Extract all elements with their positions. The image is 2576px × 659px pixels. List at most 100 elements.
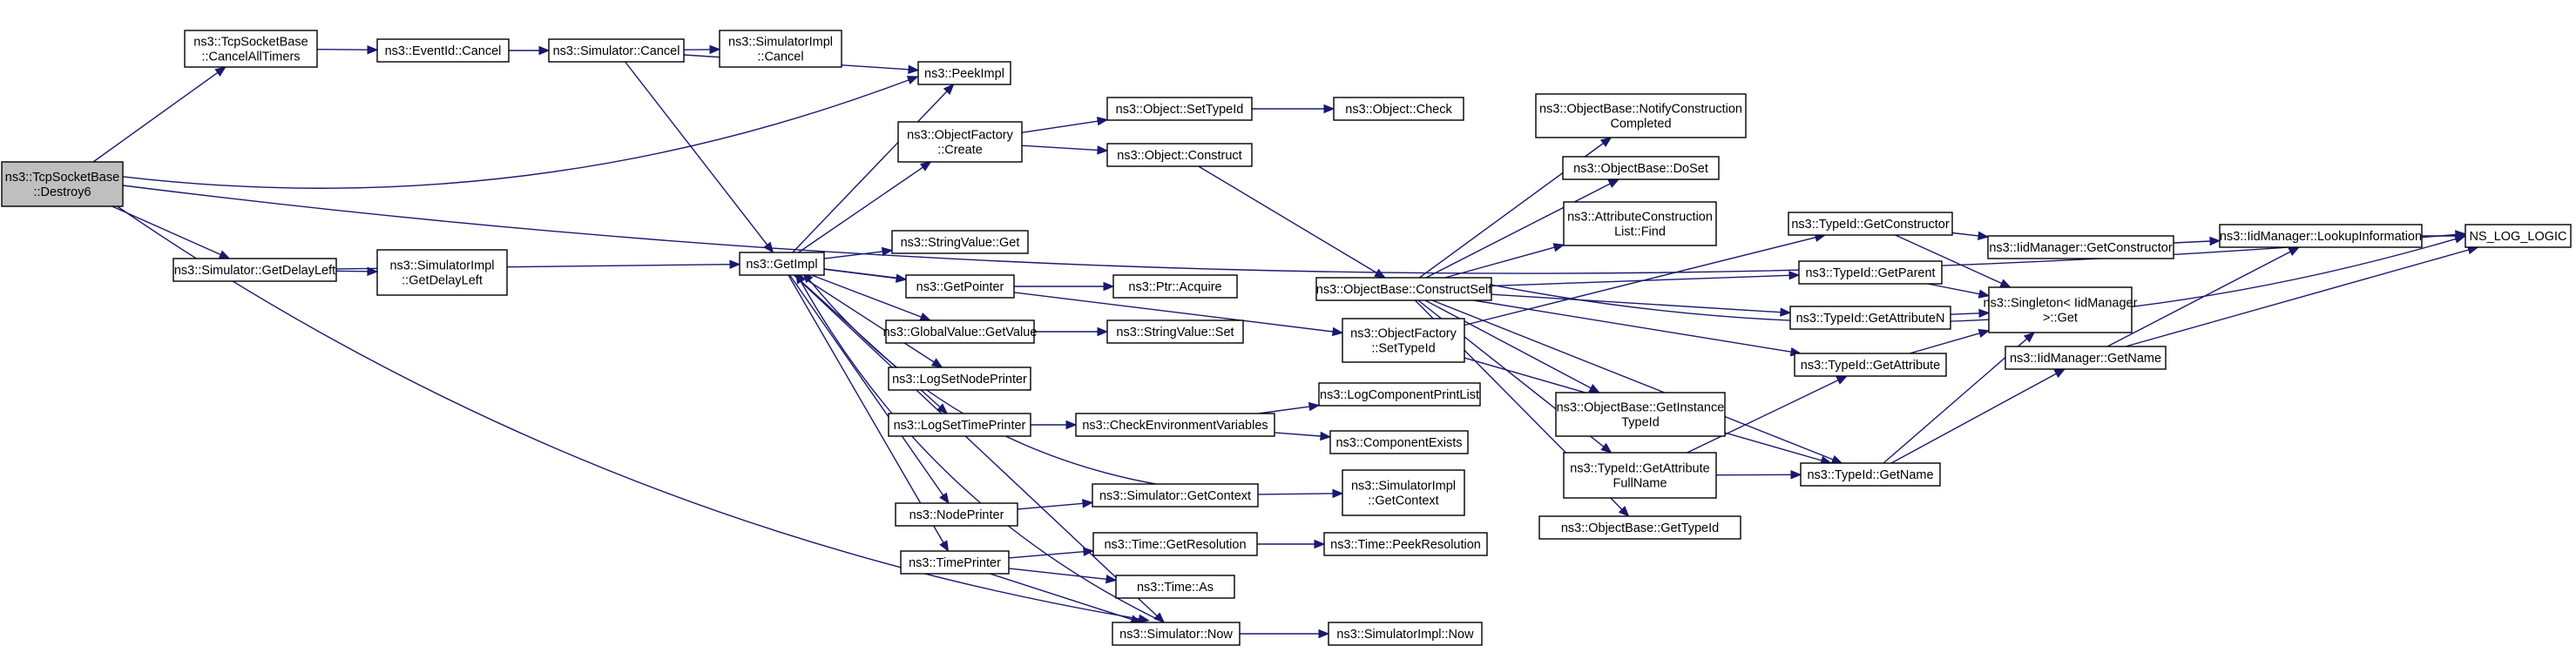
node-typeidgetparent[interactable]: ns3::TypeId::GetParent <box>1798 260 1943 285</box>
node-simnow[interactable]: ns3::Simulator::Now <box>1112 622 1241 646</box>
node-logcomponentprintlist[interactable]: ns3::LogComponentPrintList <box>1318 382 1481 407</box>
node-ptracquire[interactable]: ns3::Ptr::Acquire <box>1112 274 1238 299</box>
node-objfactorycreate[interactable]: ns3::ObjectFactory::Create <box>897 121 1023 163</box>
node-timegetresolution[interactable]: ns3::Time::GetResolution <box>1092 532 1258 556</box>
node-box[interactable] <box>1328 622 1483 646</box>
node-box[interactable] <box>1106 319 1244 344</box>
node-typeidgetconstructor[interactable]: ns3::TypeId::GetConstructor <box>1788 212 1953 236</box>
node-box[interactable] <box>376 38 510 63</box>
node-iidlookupinformation[interactable]: ns3::IidManager::LookupInformation <box>2219 224 2423 248</box>
node-box[interactable] <box>1535 93 1747 138</box>
node-iidgetname[interactable]: ns3::IidManager::GetName <box>2005 346 2167 370</box>
node-eventidcancel[interactable]: ns3::EventId::Cancel <box>376 38 510 63</box>
node-box[interactable] <box>1 161 124 207</box>
node-simcancel[interactable]: ns3::Simulator::Cancel <box>548 38 685 63</box>
node-box[interactable] <box>1988 286 2133 333</box>
node-destroy6[interactable]: ns3::TcpSocketBase::Destroy6 <box>1 161 124 207</box>
node-box[interactable] <box>1106 143 1253 167</box>
node-box[interactable] <box>895 502 1018 527</box>
node-box[interactable] <box>917 61 1011 85</box>
node-typeidgetattribute[interactable]: ns3::TypeId::GetAttribute <box>1794 353 1947 377</box>
node-box[interactable] <box>1562 156 1720 180</box>
node-box[interactable] <box>1112 274 1238 299</box>
node-box[interactable] <box>905 274 1015 299</box>
node-iidgetconstructor[interactable]: ns3::IidManager::GetConstructor <box>1987 235 2174 259</box>
node-simgetcontext[interactable]: ns3::Simulator::GetContext <box>1092 483 1259 508</box>
node-simimplcancel[interactable]: ns3::SimulatorImpl::Cancel <box>719 30 842 68</box>
node-stringvalueset[interactable]: ns3::StringValue::Set <box>1106 319 1244 344</box>
node-box[interactable] <box>1318 382 1481 407</box>
node-box[interactable] <box>1789 306 1951 330</box>
node-getimpl[interactable]: ns3::GetImpl <box>739 252 825 276</box>
node-notifyconstructioncompleted[interactable]: ns3::ObjectBase::NotifyConstructionCompl… <box>1535 93 1747 138</box>
node-box[interactable] <box>888 413 1031 437</box>
node-objcheck[interactable]: ns3::Object::Check <box>1333 97 1464 121</box>
node-objconstruct[interactable]: ns3::Object::Construct <box>1106 143 1253 167</box>
node-box[interactable] <box>1106 97 1253 121</box>
node-simimplnow[interactable]: ns3::SimulatorImpl::Now <box>1328 622 1483 646</box>
node-box[interactable] <box>2219 224 2423 248</box>
node-logsetnodeprinter[interactable]: ns3::LogSetNodePrinter <box>888 366 1031 391</box>
node-box[interactable] <box>1538 515 1741 540</box>
node-singletonget[interactable]: ns3::Singleton< IidManager >::Get <box>1984 286 2138 333</box>
node-constructself[interactable]: ns3::ObjectBase::ConstructSelf <box>1315 277 1492 301</box>
node-objfactorysettypeid[interactable]: ns3::ObjectFactory::SetTypeId <box>1342 318 1465 363</box>
node-box[interactable] <box>1342 318 1465 363</box>
node-simimplgetcontext[interactable]: ns3::SimulatorImpl::GetContext <box>1342 469 1465 516</box>
node-box[interactable] <box>1092 532 1258 556</box>
node-stringvalueget[interactable]: ns3::StringValue::Get <box>891 230 1029 254</box>
node-peekimpl[interactable]: ns3::PeekImpl <box>917 61 1011 85</box>
node-typeidgetname[interactable]: ns3::TypeId::GetName <box>1800 462 1941 487</box>
node-objsettypeid[interactable]: ns3::Object::SetTypeId <box>1106 97 1253 121</box>
node-simimplgetdelayleft[interactable]: ns3::SimulatorImpl::GetDelayLeft <box>376 249 508 296</box>
node-timeas[interactable]: ns3::Time::As <box>1115 575 1235 599</box>
node-box[interactable] <box>885 319 1035 344</box>
node-box[interactable] <box>1342 469 1465 516</box>
node-box[interactable] <box>1092 483 1259 508</box>
node-box[interactable] <box>548 38 685 63</box>
node-box[interactable] <box>1075 413 1275 437</box>
node-timepeekresolution[interactable]: ns3::Time::PeekResolution <box>1323 532 1488 556</box>
node-cancelalltimers[interactable]: ns3::TcpSocketBase::CancelAllTimers <box>184 30 318 68</box>
node-box[interactable] <box>891 230 1029 254</box>
node-box[interactable] <box>719 30 842 68</box>
node-box[interactable] <box>184 30 318 68</box>
node-box[interactable] <box>376 249 508 296</box>
node-getdelayleft[interactable]: ns3::Simulator::GetDelayLeft <box>172 258 337 282</box>
node-checkenvvars[interactable]: ns3::CheckEnvironmentVariables <box>1075 413 1275 437</box>
node-timeprinter[interactable]: ns3::TimePrinter <box>900 550 1010 575</box>
node-box[interactable] <box>1115 575 1235 599</box>
node-box[interactable] <box>2464 224 2572 248</box>
node-box[interactable] <box>1794 353 1947 377</box>
node-box[interactable] <box>888 366 1031 391</box>
node-box[interactable] <box>1323 532 1488 556</box>
node-box[interactable] <box>897 121 1023 163</box>
node-box[interactable] <box>172 258 337 282</box>
node-getpointer[interactable]: ns3::GetPointer <box>905 274 1015 299</box>
node-box[interactable] <box>1800 462 1941 487</box>
node-box[interactable] <box>1315 277 1492 301</box>
node-box[interactable] <box>1987 235 2174 259</box>
node-logsettimeprinter[interactable]: ns3::LogSetTimePrinter <box>888 413 1031 437</box>
node-typeidgetattributen[interactable]: ns3::TypeId::GetAttributeN <box>1789 306 1951 330</box>
node-box[interactable] <box>1798 260 1943 285</box>
node-box[interactable] <box>1329 430 1469 454</box>
node-box[interactable] <box>900 550 1010 575</box>
node-doset[interactable]: ns3::ObjectBase::DoSet <box>1562 156 1720 180</box>
node-box[interactable] <box>1563 201 1717 246</box>
node-box[interactable] <box>739 252 825 276</box>
node-box[interactable] <box>1555 392 1726 437</box>
node-nsloglogic[interactable]: NS_LOG_LOGIC <box>2464 224 2572 248</box>
node-box[interactable] <box>1788 212 1953 236</box>
node-globalvaluegetvalue[interactable]: ns3::GlobalValue::GetValue <box>883 319 1038 344</box>
node-nodeprinter[interactable]: ns3::NodePrinter <box>895 502 1018 527</box>
node-box[interactable] <box>1112 622 1241 646</box>
node-objbasegettypeid[interactable]: ns3::ObjectBase::GetTypeId <box>1538 515 1741 540</box>
node-box[interactable] <box>1333 97 1464 121</box>
node-componentexists[interactable]: ns3::ComponentExists <box>1329 430 1469 454</box>
node-box[interactable] <box>2005 346 2167 370</box>
node-box[interactable] <box>1563 452 1717 499</box>
